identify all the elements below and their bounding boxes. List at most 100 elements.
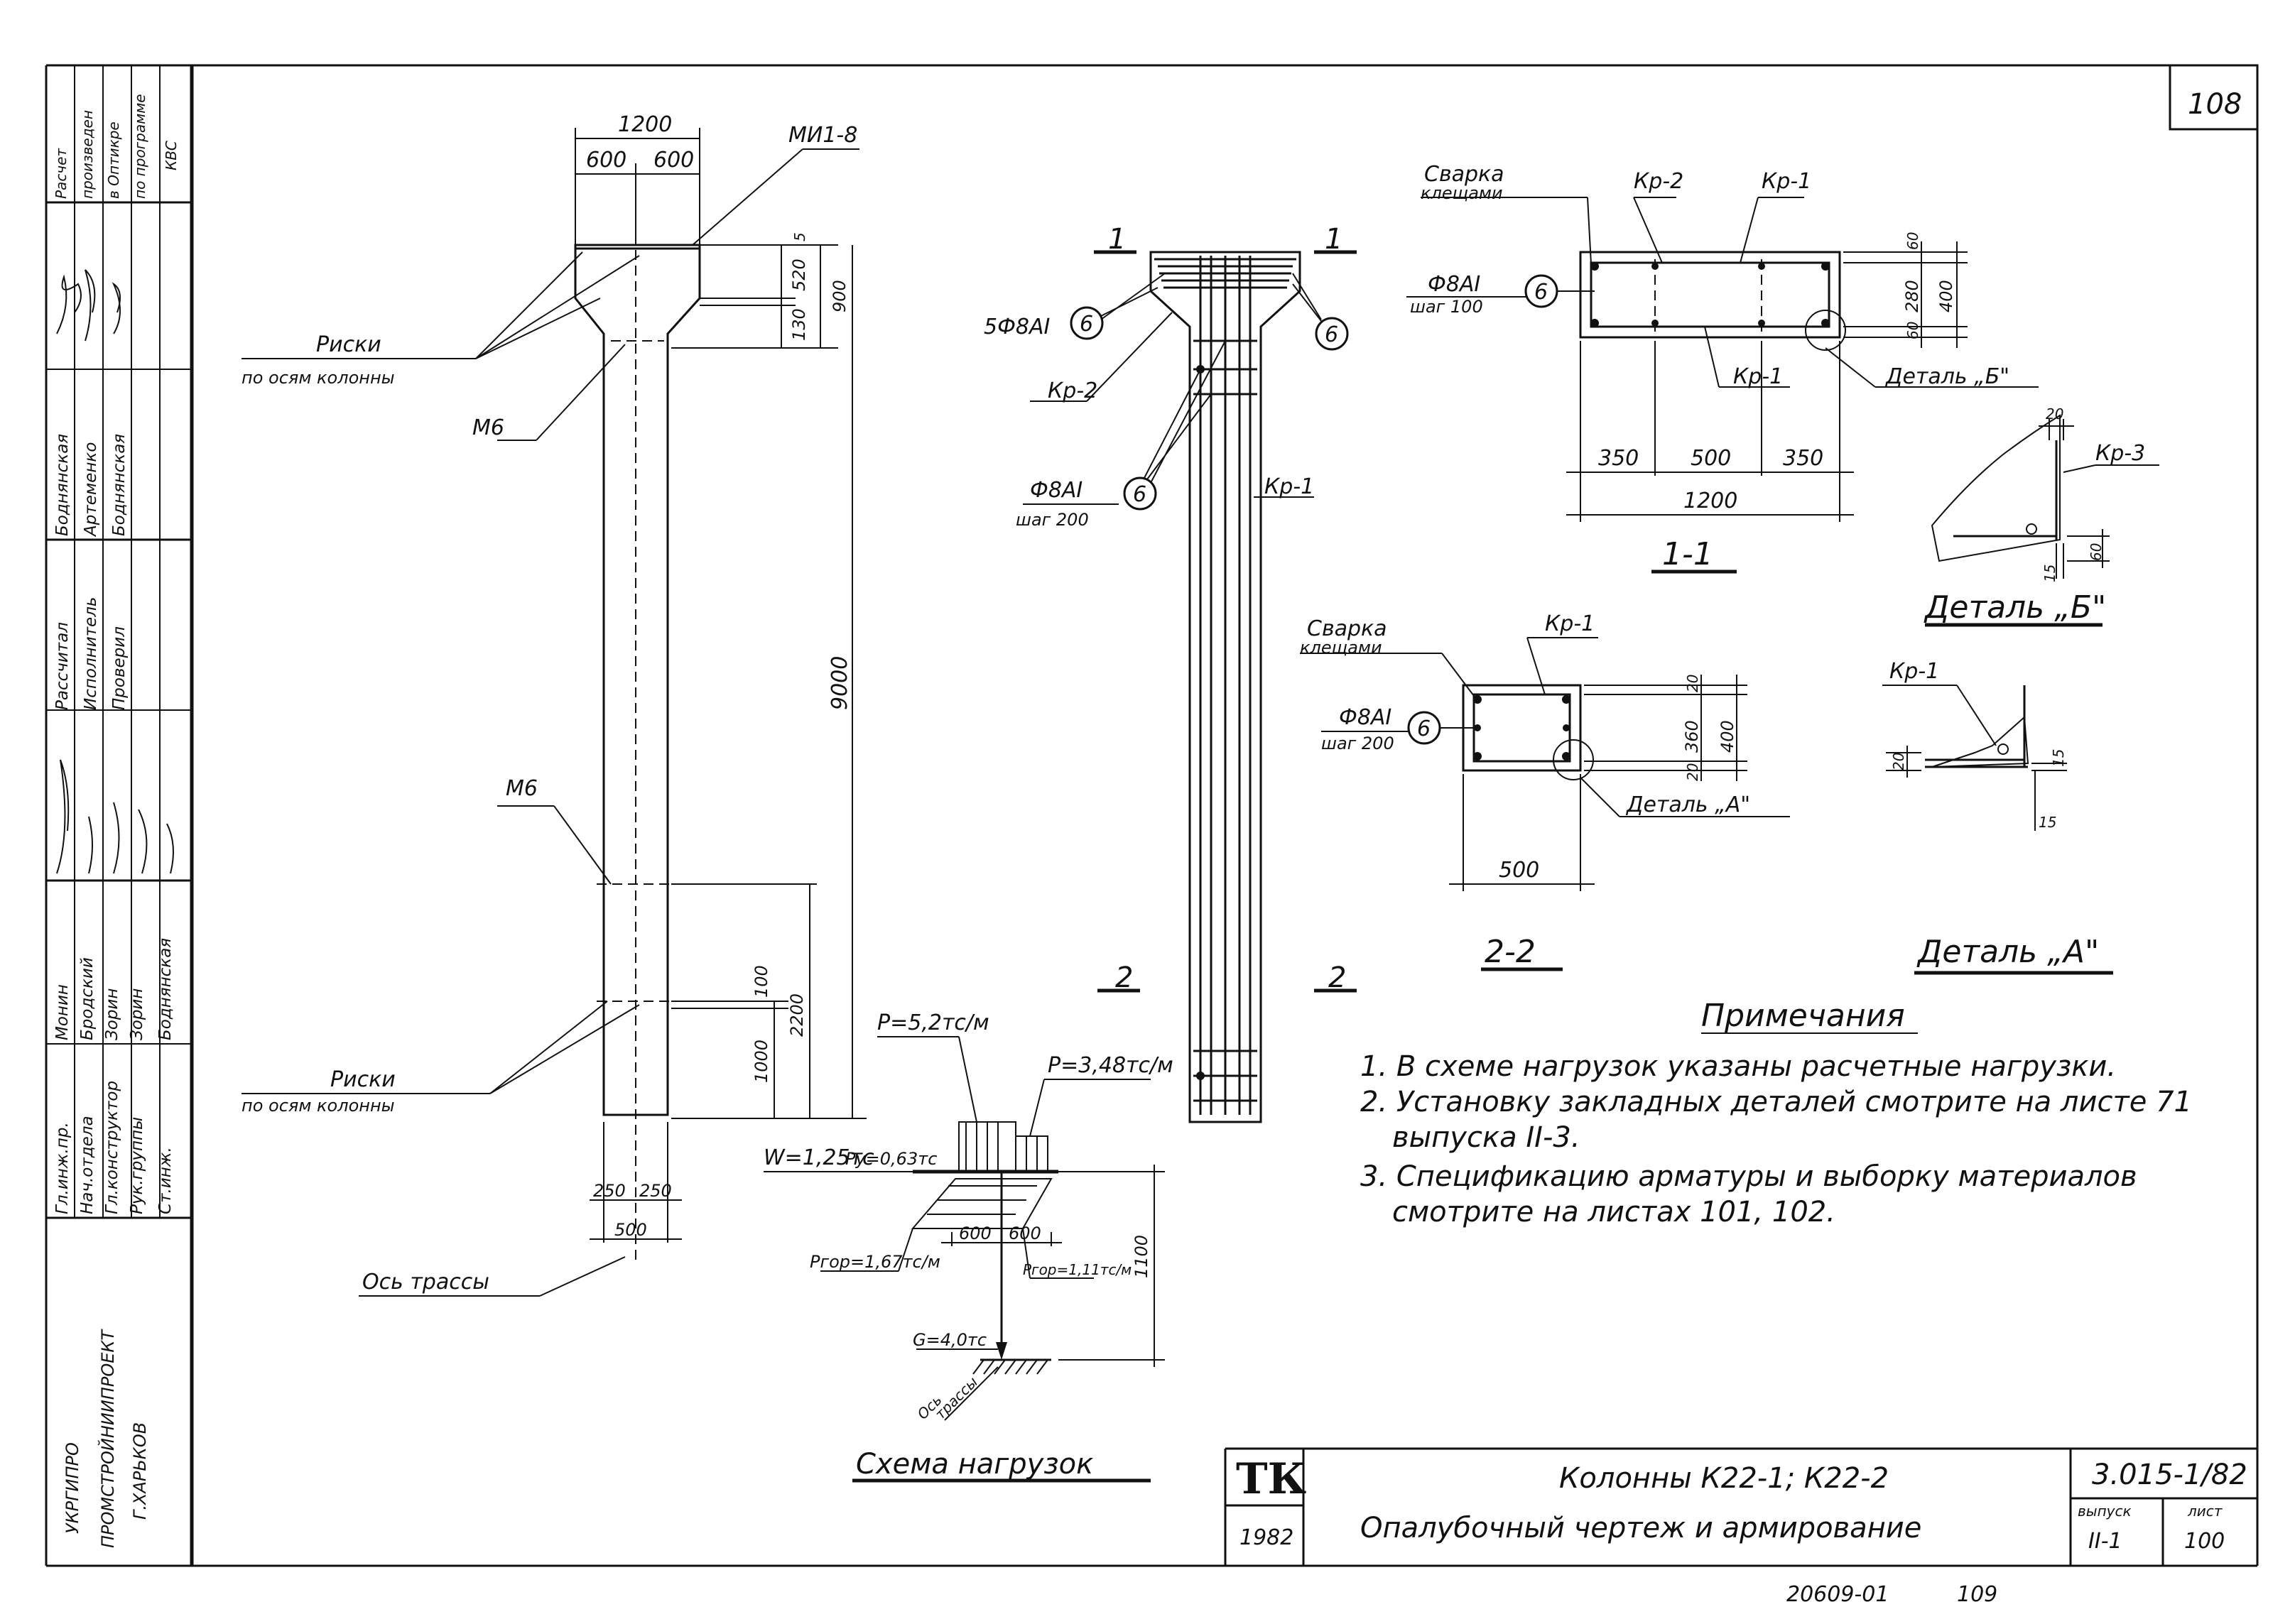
section-1-1-labels: Сварка клещами Кр-2 Кр-1 Кр-1 Ф8АI шаг 1… (1410, 162, 2009, 572)
s22-pos-6: 6 (1417, 716, 1431, 741)
label-step-200: шаг 200 (1016, 510, 1089, 530)
section-2-2-labels: Сварка клещами Кр-1 Ф8АI шаг 200 6 Детал… (1300, 611, 1750, 970)
dim-900: 900 (830, 280, 850, 312)
dim-100: 100 (752, 965, 771, 998)
elevation-labels: МИ1-8 Риски по осям колонны М6 М6 Риски … (242, 123, 857, 1295)
notes-title: Примечания (1701, 998, 1905, 1034)
label-kr1: Кр-1 (1264, 474, 1314, 499)
sheet-label: лист (2187, 1503, 2223, 1520)
s22-welding-b: клещами (1300, 638, 1382, 658)
detail-b-labels: Кр-3 20 15 60 Деталь „Б" (1924, 405, 2145, 626)
s22-detail-a-ref: Деталь „А" (1625, 792, 1750, 817)
dim-250-left: 250 (593, 1181, 626, 1201)
s22-welding-a: Сварка (1307, 616, 1387, 641)
s22-dim-400: 400 (1718, 720, 1737, 753)
stamp-position-3: Гл.конструктор (103, 1081, 121, 1214)
dim-250-right: 250 (639, 1181, 672, 1201)
load-w: W=1,25тс (764, 1145, 874, 1170)
stamp-role-1: Рассчитал (53, 622, 72, 710)
dim-5: 5 (791, 232, 808, 241)
dim-1200: 1200 (618, 112, 672, 137)
label-m6-mid: М6 (506, 776, 538, 801)
stamp-role-name-2: Артеменко (82, 442, 100, 538)
label-riski-top-sub: по осям колонны (242, 368, 395, 388)
sheet-frame (45, 64, 2259, 1567)
s11-dim-350a: 350 (1598, 446, 1639, 471)
s22-bar-a: Ф8АI (1339, 705, 1391, 730)
s11-bar-b: шаг 100 (1410, 297, 1483, 317)
s11-bar-a: Ф8АI (1428, 272, 1480, 297)
tk-logo: ТК (1236, 1454, 1306, 1504)
stamp-position-name-3: Зорин (103, 988, 121, 1040)
stamp-position-5: Ст.инж. (156, 1147, 175, 1214)
label-f8ai: Ф8АI (1030, 478, 1083, 503)
section-mark-2-left: 2 (1115, 961, 1133, 994)
stamp-position-1: Гл.инж.пр. (53, 1122, 72, 1214)
footer: 20609-01 109 (1786, 1582, 1997, 1607)
title-line-1: Колонны К22-1; К22-2 (1559, 1462, 1889, 1495)
load-py: Py=0,63тс (845, 1149, 937, 1169)
detail-a (1882, 685, 2113, 975)
load-dim-600a: 600 (959, 1224, 992, 1243)
deta-kr1: Кр-1 (1889, 659, 1939, 684)
note-3: 3. Спецификацию арматуры и выборку матер… (1360, 1160, 2137, 1193)
note-2: 2. Установку закладных деталей смотрите … (1360, 1086, 2192, 1118)
section-2-2 (1300, 637, 1790, 971)
dim-1000: 1000 (752, 1040, 771, 1083)
stamp-positions: Гл.инж.пр. Нач.отдела Гл.конструктор Рук… (53, 938, 175, 1214)
load-scheme-title: Схема нагрузок (856, 1448, 1093, 1481)
note-2-cont: выпуска II-3. (1392, 1121, 1580, 1154)
label-5f8ai: 5Ф8АI (984, 315, 1051, 339)
load-p1: P=5,2тс/м (877, 1010, 989, 1035)
stamp-institute: УКРГИПРО ПРОМСТРОЙНИИПРОЕКТ Г.ХАРЬКОВ (63, 1329, 150, 1548)
stamp-role-3: Проверил (110, 626, 129, 710)
s22-dim-20a: 20 (1684, 675, 1701, 692)
stamp-position-name-5: Боднянская (156, 938, 175, 1040)
detb-dim-20: 20 (2046, 405, 2063, 423)
stamp-position-4: Рук.группы (128, 1117, 146, 1214)
load-dim-600b: 600 (1009, 1224, 1041, 1243)
note-3-cont: смотрите на листах 101, 102. (1392, 1196, 1835, 1228)
section-mark-1-right: 1 (1325, 223, 1342, 256)
stamp-calc-line-3: в Оптикре (105, 121, 122, 199)
footer-inventory: 20609-01 (1786, 1582, 1889, 1607)
s22-dim-20b: 20 (1684, 763, 1701, 781)
s11-dim-60b: 60 (1904, 322, 1921, 339)
deta-dim-20: 20 (1890, 753, 1907, 770)
detb-dim-15: 15 (2041, 565, 2058, 582)
column-elevation (242, 128, 867, 1297)
elevation-dims: 1200 600 600 5 520 130 900 9000 2200 100… (586, 112, 852, 1240)
s11-title: 1-1 (1662, 536, 1713, 572)
s11-kr2: Кр-2 (1634, 169, 1683, 194)
stamp-institute-line-1: УКРГИПРО (63, 1442, 82, 1534)
deta-dim-15a: 15 (2050, 749, 2067, 767)
stamp-role-2: Исполнитель (82, 597, 100, 710)
stamp-calc-line-1: Расчет (53, 148, 70, 199)
pos-6-b: 6 (1325, 322, 1338, 347)
title-code: 3.015-1/82 (2092, 1459, 2247, 1491)
load-g: G=4,0тс (913, 1330, 987, 1350)
stamp-position-name-4: Зорин (128, 988, 146, 1040)
s11-welding-a: Сварка (1424, 162, 1504, 187)
label-riski-bottom-sub: по осям колонны (242, 1096, 395, 1116)
stamp-institute-line-3: Г.ХАРЬКОВ (130, 1422, 150, 1520)
stamp-position-name-1: Монин (53, 984, 72, 1040)
label-mi1-8: МИ1-8 (788, 123, 857, 148)
dim-520: 520 (789, 258, 809, 291)
label-m6-top: М6 (472, 415, 504, 440)
dim-500: 500 (614, 1220, 647, 1240)
stamp-calc-line-5: КВС (163, 141, 180, 170)
corner-sheet-number: 108 (2188, 88, 2242, 121)
notes: Примечания 1. В схеме нагрузок указаны р… (1360, 998, 2192, 1228)
stamp-calc-line-4: по программе (131, 94, 148, 199)
title-block (1224, 1447, 2257, 1566)
s11-welding-b: клещами (1421, 183, 1503, 203)
stamp-position-2: Нач.отдела (78, 1116, 97, 1214)
stamp-position-name-2: Бродский (78, 957, 97, 1040)
section-1-1 (1406, 197, 2039, 574)
label-axis-trassy: Ось трассы (362, 1270, 489, 1295)
deta-dim-15b: 15 (2039, 814, 2056, 831)
note-1: 1. В схеме нагрузок указаны расчетные на… (1360, 1050, 2116, 1083)
sheet-value: 100 (2184, 1529, 2225, 1554)
